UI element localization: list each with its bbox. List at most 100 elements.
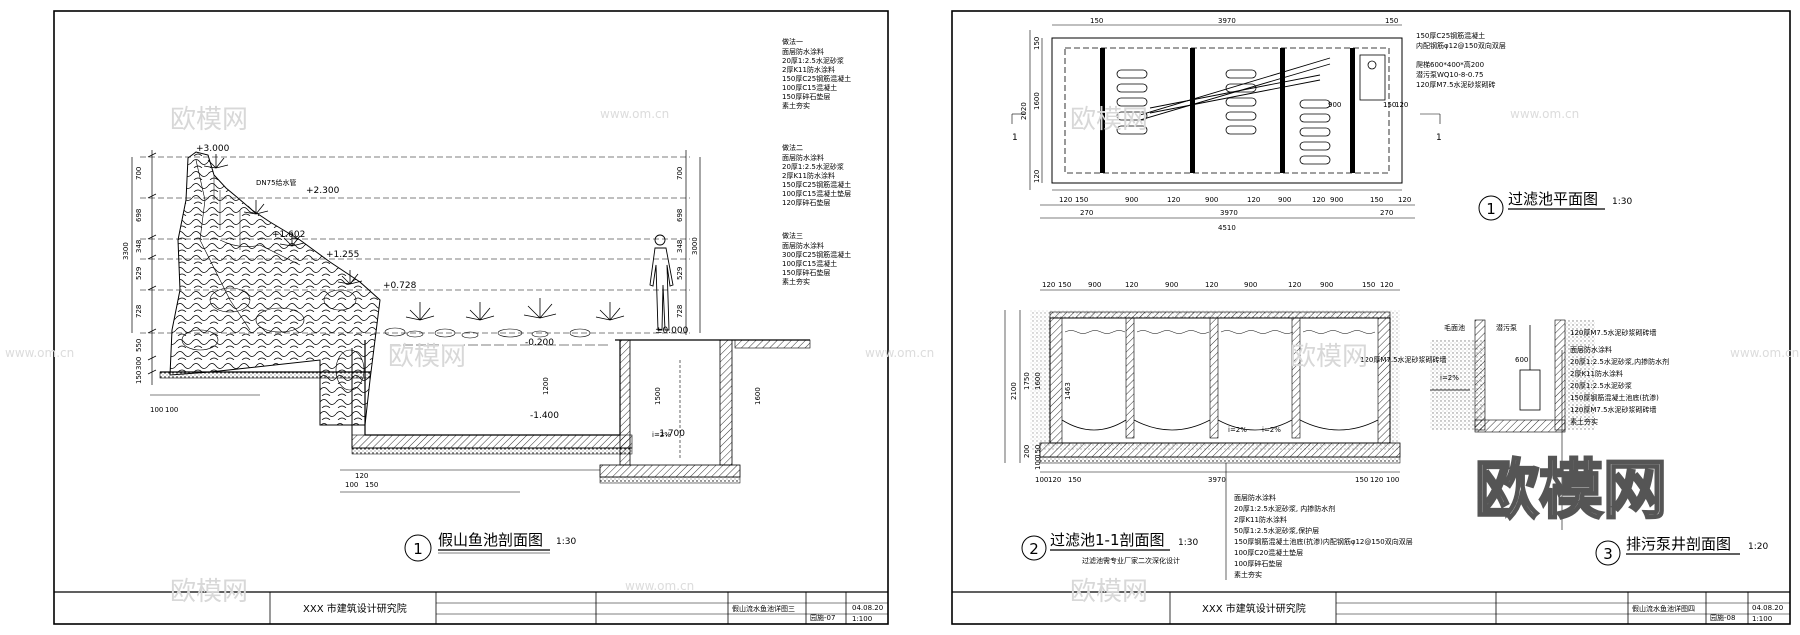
svg-text:900: 900	[1320, 281, 1333, 289]
level-labels: +3.000 +2.300 +1.602 +1.255 +0.728 ±0.00…	[196, 144, 689, 439]
svg-text:100厚C15混凝土: 100厚C15混凝土	[782, 83, 837, 92]
right-dim-chain	[685, 150, 701, 335]
section-title: 2 过滤池1-1剖面图 1:30 过滤池需专业厂家二次深化设计	[1021, 531, 1198, 565]
sheet2-titleblock: XXX 市建筑设计研究院 假山流水鱼池详图四 园施-08 04.08.20 1:…	[952, 591, 1790, 624]
right-dim-labels: 700 698 348 529 728 3000	[676, 167, 699, 318]
svg-text:120: 120	[1288, 281, 1301, 289]
pipe-label: DN75给水管	[256, 178, 297, 187]
rdim-348: 348	[676, 240, 684, 253]
svg-text:120: 120	[1205, 281, 1218, 289]
svg-text:3970: 3970	[1218, 17, 1236, 25]
svg-text:20厚1:2.5水泥砂浆: 20厚1:2.5水泥砂浆	[782, 56, 844, 65]
watermark-5: 欧模网	[1290, 342, 1368, 372]
left-dim-chain	[131, 150, 157, 385]
bdim-100b: 100	[165, 406, 178, 414]
svg-text:i=2%: i=2%	[1262, 426, 1281, 434]
svg-text:900: 900	[1244, 281, 1257, 289]
watermark-big: 欧模网	[1475, 454, 1667, 528]
level-3000: +3.000	[196, 144, 230, 154]
svg-text:120厚M7.5水泥砂浆砌砖墙: 120厚M7.5水泥砂浆砌砖墙	[1570, 328, 1657, 337]
svg-text:150: 150	[1362, 281, 1375, 289]
titleblock-scale: 1:100	[852, 615, 872, 623]
plan-title: 1 过滤池平面图 1:30	[1478, 190, 1632, 221]
dim-3300: 3300	[122, 242, 130, 260]
note-1-head: 做法一	[782, 37, 803, 46]
sheet1-titleblock: XXX 市建筑设计研究院 假山流水鱼池详图三 园施-07 04.08.20 1:…	[54, 591, 888, 624]
svg-text:120: 120	[1042, 281, 1055, 289]
svg-text:面层防水涂料: 面层防水涂料	[1234, 493, 1276, 502]
bottom-dims	[150, 394, 600, 493]
svg-text:900: 900	[1205, 196, 1218, 204]
svg-text:面层防水涂料: 面层防水涂料	[1570, 345, 1612, 354]
pump-layer-notes: 面层防水涂料 20厚1:2.5水泥砂浆,内掺防水剂 2厚K11防水涂料 20厚1…	[1570, 345, 1669, 426]
svg-text:50厚1:2.5水泥砂浆,保护层: 50厚1:2.5水泥砂浆,保护层	[1234, 526, 1319, 535]
bdim-100c: 100	[345, 481, 358, 489]
rdim-698: 698	[676, 209, 684, 222]
svg-text:20厚1:2.5水泥砂浆: 20厚1:2.5水泥砂浆	[782, 162, 844, 171]
svg-text:排污泵井剖面图: 排污泵井剖面图	[1626, 535, 1731, 553]
level-m0200: -0.200	[525, 338, 554, 348]
svg-text:1600: 1600	[1034, 372, 1042, 390]
svg-text:150: 150	[1033, 37, 1041, 50]
svg-text:100: 100	[1034, 457, 1042, 470]
rdim-728: 728	[676, 305, 684, 318]
svg-text:120厚碎石垫层: 120厚碎石垫层	[782, 198, 830, 207]
drawing-no: 园施-07	[810, 613, 835, 622]
fish-pool-upper	[351, 340, 633, 455]
level-0728: +0.728	[383, 281, 417, 291]
pump-well-section: 毛面池 潜污泵 120厚M7.5水泥砂浆砌砖墙 i=2% 600 面层防水涂料 …	[1430, 319, 1768, 566]
svg-text:150厚C25钢筋混凝土: 150厚C25钢筋混凝土	[1416, 31, 1485, 40]
svg-text:120: 120	[1395, 101, 1408, 109]
diffuser-rings	[1116, 54, 1386, 165]
svg-text:素土夯实: 素土夯实	[1234, 570, 1262, 579]
drawing-date: 04.08.20	[852, 604, 883, 612]
svg-text:150厚钢筋混凝土池底(抗渗)内配钢筋φ12@150双向双层: 150厚钢筋混凝土池底(抗渗)内配钢筋φ12@150双向双层	[1234, 537, 1413, 546]
svg-text:过滤池平面图: 过滤池平面图	[1508, 190, 1598, 208]
svg-text:20厚1:2.5水泥砂浆: 20厚1:2.5水泥砂浆	[1570, 381, 1632, 390]
svg-text:120厚M7.5水泥砂浆砌砖: 120厚M7.5水泥砂浆砌砖	[1416, 80, 1496, 89]
sheet-1: 700 698 348 529 728 550 300 150 3300 700…	[53, 10, 889, 625]
svg-text:150厚C25钢筋混凝土: 150厚C25钢筋混凝土	[782, 74, 851, 83]
bdim-100a: 100	[150, 406, 163, 414]
svg-text:120: 120	[1380, 281, 1393, 289]
svg-text:2厚K11防水涂料: 2厚K11防水涂料	[1570, 369, 1623, 378]
svg-text:150: 150	[1058, 281, 1071, 289]
svg-text:150厚钢筋混凝土池底(抗渗): 150厚钢筋混凝土池底(抗渗)	[1570, 393, 1659, 402]
svg-text:100厚碎石垫层: 100厚碎石垫层	[1234, 559, 1282, 568]
sheet1-drawing-title: 1 假山鱼池剖面图 1:30	[404, 531, 576, 562]
svg-text:150厚碎石垫层: 150厚碎石垫层	[782, 268, 830, 277]
rdim-700: 700	[676, 167, 684, 180]
plan-notes: 150厚C25钢筋混凝土 内配钢筋φ12@150双向双层 爬梯600*400*高…	[1328, 31, 1506, 109]
drawing-name: 假山流水鱼池详图三	[732, 604, 795, 613]
svg-text:900: 900	[1330, 196, 1343, 204]
dim-698: 698	[135, 209, 143, 222]
watermark-url-3: www.om.cn	[865, 346, 934, 360]
note-3-head: 做法三	[782, 231, 803, 240]
pump-title: 3 排污泵井剖面图 1:20	[1595, 535, 1768, 566]
svg-text:1463: 1463	[1064, 382, 1072, 400]
svg-text:150: 150	[1075, 196, 1088, 204]
watermark-2: 欧模网	[388, 342, 466, 372]
ground	[159, 339, 811, 379]
dim-1200: 1200	[542, 377, 550, 395]
drawing-no-2: 园施-08	[1710, 613, 1735, 622]
svg-text:1: 1	[1486, 200, 1496, 218]
svg-text:潜污泵: 潜污泵	[1496, 323, 1517, 332]
drawing-name-2: 假山流水鱼池详图四	[1632, 604, 1695, 613]
svg-text:4510: 4510	[1218, 224, 1236, 232]
human-figure	[649, 234, 674, 331]
svg-text:900: 900	[1125, 196, 1138, 204]
watermark-4: 欧模网	[1070, 105, 1148, 135]
svg-text:300厚C25钢筋混凝土: 300厚C25钢筋混凝土	[782, 250, 851, 259]
filter-section: 120 150 900 120 900 120 900 120 900 150 …	[1004, 281, 1447, 580]
institute-name: XXX 市建筑设计研究院	[303, 602, 407, 615]
svg-text:2厚K11防水涂料: 2厚K11防水涂料	[782, 65, 835, 74]
svg-text:2厚K11防水涂料: 2厚K11防水涂料	[1234, 515, 1287, 524]
dim-150: 150	[135, 371, 143, 384]
svg-text:3970: 3970	[1208, 476, 1226, 484]
dim-550: 550	[135, 339, 143, 352]
svg-text:过滤池1-1剖面图: 过滤池1-1剖面图	[1050, 531, 1165, 549]
dim-529: 529	[135, 267, 143, 280]
svg-text:1:30: 1:30	[1178, 538, 1198, 548]
